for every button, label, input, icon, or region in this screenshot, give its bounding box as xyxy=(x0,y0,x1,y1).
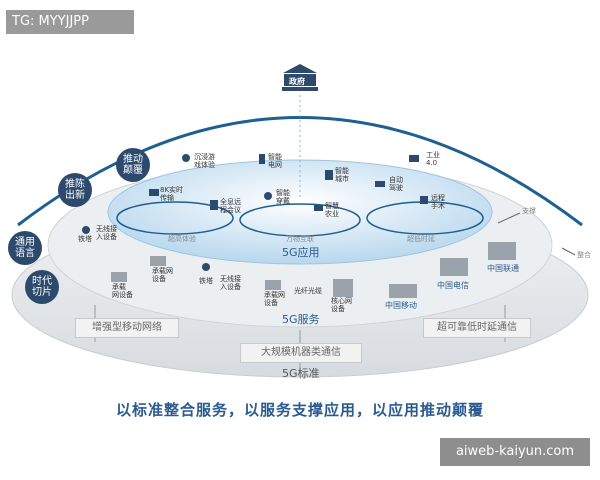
watch-icon xyxy=(264,192,272,200)
standard-mmtc: 大规模机器类通信 xyxy=(240,343,362,363)
meeting-icon xyxy=(210,200,218,210)
operator-telecom: 中国电信 xyxy=(437,281,469,290)
server-icon xyxy=(150,256,166,266)
app-smart-city: 智能 城市 xyxy=(335,167,349,183)
operator-unicom: 中国联通 xyxy=(487,264,519,273)
government-label: 政府 xyxy=(289,77,305,86)
standard-urllc: 超可靠低时延通信 xyxy=(423,318,531,338)
support-label: 支撑 xyxy=(522,207,536,215)
zone-high-experience: 超高体验 xyxy=(168,235,196,243)
app-autodrive: 自动 驾驶 xyxy=(389,176,403,192)
service-tower-2: 铁塔 xyxy=(78,235,92,243)
app-vr-game: 沉浸游 戏体验 xyxy=(194,153,215,169)
app-smart-grid: 智能 电网 xyxy=(268,153,282,169)
service-tower-1: 铁塔 xyxy=(199,277,213,285)
badge-common-language: 通用 语言 xyxy=(8,231,42,265)
tower-icon xyxy=(82,226,90,234)
standard-embb: 增强型移动网络 xyxy=(75,318,179,338)
gamepad-icon xyxy=(182,154,190,162)
government-icon xyxy=(282,64,318,91)
zone-ring-center xyxy=(239,203,361,237)
badge-disrupt: 推动 颠覆 xyxy=(116,148,150,182)
grid-tower-icon xyxy=(259,154,265,164)
operator-mobile: 中国移动 xyxy=(385,301,417,310)
diagram-caption: 以标准整合服务，以服务支撑应用，以应用推动颠覆 xyxy=(115,401,484,419)
integration-label: 整合 xyxy=(577,251,591,259)
factory-icon xyxy=(389,284,417,298)
city-icon xyxy=(325,170,333,180)
factory-icon xyxy=(440,258,468,276)
car-icon xyxy=(375,181,385,187)
app-wearable: 智能 穿戴 xyxy=(276,189,290,205)
layer-5g-standard: 5G标准 xyxy=(282,367,320,380)
service-core-equip: 核心网 设备 xyxy=(331,297,352,313)
app-industry: 工业 4.0 xyxy=(426,151,440,167)
service-radio-equip-1: 无线接 入设备 xyxy=(220,275,241,291)
core-network-icon xyxy=(333,279,353,297)
badge-renew: 推陈 出新 xyxy=(58,173,92,207)
app-remote-surgery: 远程 手术 xyxy=(431,194,445,210)
tower-icon xyxy=(202,263,210,271)
factory-icon xyxy=(488,242,516,260)
service-radio-equip-2: 无线接 入设备 xyxy=(96,225,117,241)
zone-low-latency: 超低时延 xyxy=(407,235,435,243)
dome-arc xyxy=(17,116,583,227)
watermark-bottom-right: aiweb-kaiyun.com xyxy=(440,438,590,466)
camera-icon xyxy=(149,189,159,196)
surgery-icon xyxy=(420,196,428,204)
layer-5g-app: 5G应用 xyxy=(282,246,320,259)
tractor-icon xyxy=(314,205,323,211)
service-carrier-equip-1: 承载 网设备 xyxy=(112,283,133,299)
service-carrier-equip-2: 承载网 设备 xyxy=(152,267,173,283)
badge-era-slice: 时代 切片 xyxy=(25,270,59,304)
service-carrier-equip-3: 承载网 设备 xyxy=(264,291,285,307)
layer-5g-service: 5G服务 xyxy=(282,313,320,326)
service-fiber: 光纤光缆 xyxy=(294,287,322,295)
robot-arm-icon xyxy=(409,155,419,162)
app-holo-meeting: 全息远 程会议 xyxy=(220,198,241,214)
server-icon xyxy=(111,272,127,282)
app-agriculture: 智慧 农业 xyxy=(325,202,339,218)
watermark-top-left: TG: MYYJJPP xyxy=(6,10,134,34)
zone-ring-left xyxy=(116,201,234,235)
zone-iot: 万物互联 xyxy=(286,235,314,243)
app-8k: 8K实时 传输 xyxy=(160,186,184,202)
server-icon xyxy=(265,280,281,290)
